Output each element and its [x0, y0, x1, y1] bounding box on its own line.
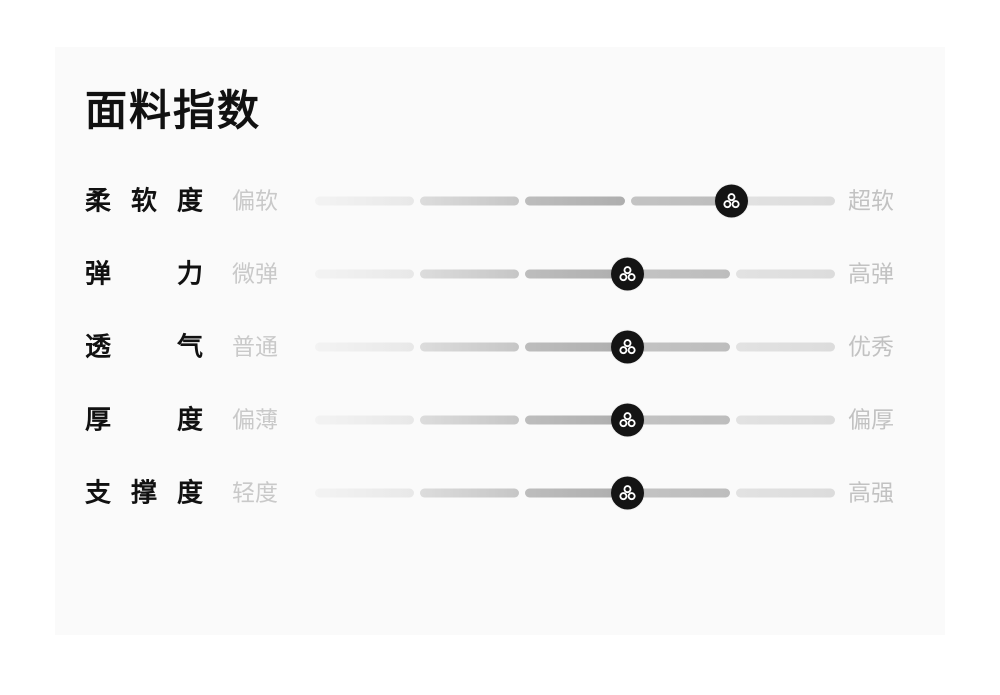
track-segment: [630, 488, 730, 497]
slider-track[interactable]: [315, 415, 836, 424]
trefoil-icon: [617, 409, 638, 430]
track-segment: [630, 415, 730, 424]
slider-track[interactable]: [315, 342, 836, 351]
metric-low-label: 普通: [232, 332, 278, 359]
metric-low-label: 偏软: [232, 186, 278, 213]
track-segment: [630, 196, 730, 205]
trefoil-icon: [617, 336, 638, 357]
track-segment: [525, 196, 625, 205]
metric-high-label: 高弹: [848, 259, 894, 286]
track-segment: [735, 269, 836, 278]
track-segment: [420, 196, 520, 205]
metric-high-label: 高强: [848, 478, 894, 505]
slider-thumb[interactable]: [610, 257, 644, 290]
track-segment: [315, 488, 415, 497]
metric-label: 柔软度: [85, 185, 203, 216]
track-segment: [525, 342, 625, 351]
metric-low-label: 微弹: [232, 259, 278, 286]
track-segment: [315, 196, 415, 205]
page-title: 面料指数: [85, 87, 262, 134]
metric-slider[interactable]: [315, 330, 836, 364]
metric-row: 透 气 普通: [55, 310, 945, 383]
track-segment: [420, 488, 520, 497]
track-segment: [525, 269, 625, 278]
metric-row: 支撑度 轻度: [55, 456, 945, 529]
slider-track[interactable]: [315, 488, 836, 497]
track-segment: [525, 415, 625, 424]
track-segment: [420, 342, 520, 351]
slider-track[interactable]: [315, 269, 836, 278]
track-segment: [420, 269, 520, 278]
track-segment: [630, 269, 730, 278]
track-segment: [315, 269, 415, 278]
track-segment: [525, 488, 625, 497]
metric-row: 柔软度 偏软: [55, 164, 945, 237]
metric-low-label: 轻度: [232, 478, 278, 505]
track-segment: [735, 488, 836, 497]
track-segment: [420, 415, 520, 424]
track-segment: [315, 415, 415, 424]
metric-row: 弹 力 微弹: [55, 237, 945, 310]
metric-label: 弹 力: [85, 258, 203, 289]
slider-thumb[interactable]: [610, 330, 644, 363]
slider-track[interactable]: [315, 196, 836, 205]
metric-label: 透 气: [85, 331, 203, 362]
metric-slider[interactable]: [315, 257, 836, 291]
metric-label: 支撑度: [85, 477, 203, 508]
track-segment: [315, 342, 415, 351]
metric-high-label: 优秀: [848, 332, 894, 359]
track-segment: [735, 342, 836, 351]
trefoil-icon: [617, 482, 638, 503]
metric-slider[interactable]: [315, 403, 836, 437]
fabric-index-card: 面料指数 柔软度 偏软: [55, 47, 945, 635]
metric-high-label: 超软: [848, 186, 894, 213]
trefoil-icon: [721, 190, 742, 211]
metric-slider[interactable]: [315, 476, 836, 510]
track-segment: [735, 415, 836, 424]
metric-list: 柔软度 偏软: [55, 164, 945, 529]
track-segment: [630, 342, 730, 351]
slider-thumb[interactable]: [714, 184, 748, 217]
metric-low-label: 偏薄: [232, 405, 278, 432]
metric-slider[interactable]: [315, 184, 836, 218]
metric-label: 厚 度: [85, 404, 203, 435]
track-segment: [735, 196, 836, 205]
metric-row: 厚 度 偏薄: [55, 383, 945, 456]
slider-thumb[interactable]: [610, 403, 644, 436]
metric-high-label: 偏厚: [848, 405, 894, 432]
trefoil-icon: [617, 263, 638, 284]
slider-thumb[interactable]: [610, 476, 644, 509]
